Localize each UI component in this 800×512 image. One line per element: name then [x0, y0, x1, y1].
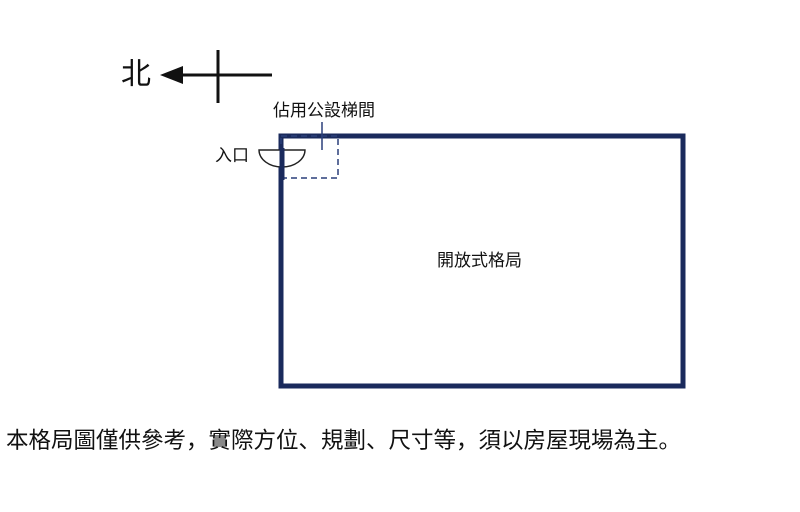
north-label: 北 [121, 57, 151, 92]
disclaimer-text: 本格局圖僅供參考，實際方位、規劃、尺寸等，須以房屋現場為主。 [6, 428, 682, 454]
entrance-label: 入口 [215, 146, 249, 166]
shared-stair-label: 佔用公設梯間 [273, 101, 375, 121]
unit-outline [278, 133, 686, 389]
door-swing-icon [258, 148, 306, 180]
north-arrow-icon [160, 50, 272, 103]
open-layout-label: 開放式格局 [437, 251, 522, 271]
